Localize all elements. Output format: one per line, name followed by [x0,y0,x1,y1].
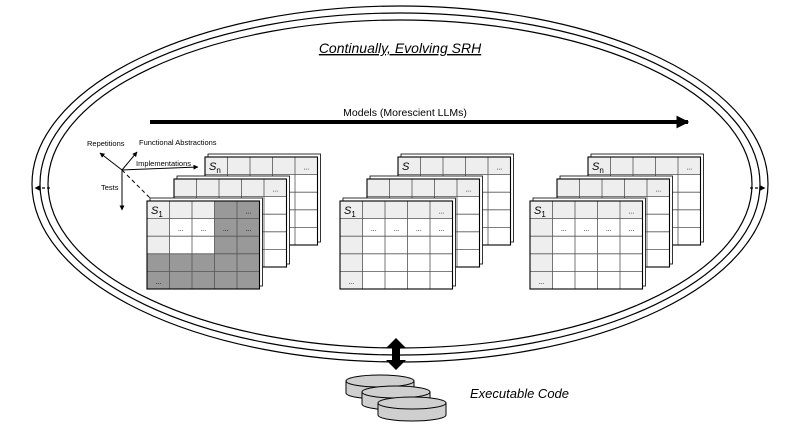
ellipsis-marker: ... [272,187,278,194]
ellipsis-marker: ... [538,279,544,286]
code-link-double-arrow [386,338,406,370]
slice-label-subscript: n [599,166,603,175]
slice-label-subscript: 1 [541,210,546,219]
ellipsis-marker: ... [200,226,206,233]
ellipsis-marker: ... [348,279,354,286]
matrix-front: S1.................. [339,197,456,290]
ellipsis-marker: ... [628,209,634,216]
matrix-stacks: Sn............S1..................S.....… [146,153,704,290]
ellipsis-marker: ... [583,226,589,233]
slice-label-subscript: 1 [158,210,163,219]
matrix-front: S1.................. [529,197,646,290]
repetitions-label: Repetitions [87,139,125,148]
axis-indicator: Repetitions Functional Abstractions Impl… [87,138,217,211]
stack-depth-dashed [121,169,153,201]
ellipsis-marker: ... [686,165,692,172]
executable-code-label: Executable Code [470,386,569,401]
ellipsis-marker: ... [561,226,567,233]
ellipsis-marker: ... [155,279,161,286]
repetitions-axis [99,152,123,171]
ellipsis-marker: ... [303,165,309,172]
ellipsis-marker: ... [371,226,377,233]
ellipsis-marker: ... [496,165,502,172]
implementations-axis [121,164,199,171]
matrix-stack-2: S............S1.................. [339,153,514,290]
slice-label-last: Sn [592,161,604,175]
matrix-stack-1: Sn............S1.................. [146,153,321,290]
implementations-label: Implementations [136,159,191,168]
slice-label-subscript: 1 [351,210,356,219]
matrix-front: S1.................. [146,197,263,290]
diagram-title: Continually, Evolving SRH [319,40,482,56]
matrix-middle: ...... [556,175,673,268]
ellipsis-marker: ... [606,226,612,233]
ellipsis-marker: ... [628,226,634,233]
database-disk [377,396,447,422]
ellipsis-marker: ... [245,226,251,233]
functional-abstractions-axis [121,151,138,171]
ellipsis-marker: ... [393,226,399,233]
executable-code-database [345,374,447,422]
ellipsis-marker: ... [223,226,229,233]
ellipsis-marker: ... [178,226,184,233]
slice-label-subscript: n [216,166,220,175]
ellipsis-marker: ... [245,209,251,216]
ellipsis-marker: ... [465,187,471,194]
ellipsis-marker: ... [416,226,422,233]
tests-label: Tests [101,183,119,192]
slice-label-last: S [402,161,410,173]
slice-label-last: Sn [209,161,221,175]
ellipsis-marker: ... [438,209,444,216]
ellipsis-marker: ... [438,226,444,233]
ellipsis-marker: ... [655,187,661,194]
functional-abstractions-label: Functional Abstractions [139,138,217,147]
matrix-stack-3: Sn............S1.................. [529,153,704,290]
models-label: Models (Morescient LLMs) [343,107,467,119]
